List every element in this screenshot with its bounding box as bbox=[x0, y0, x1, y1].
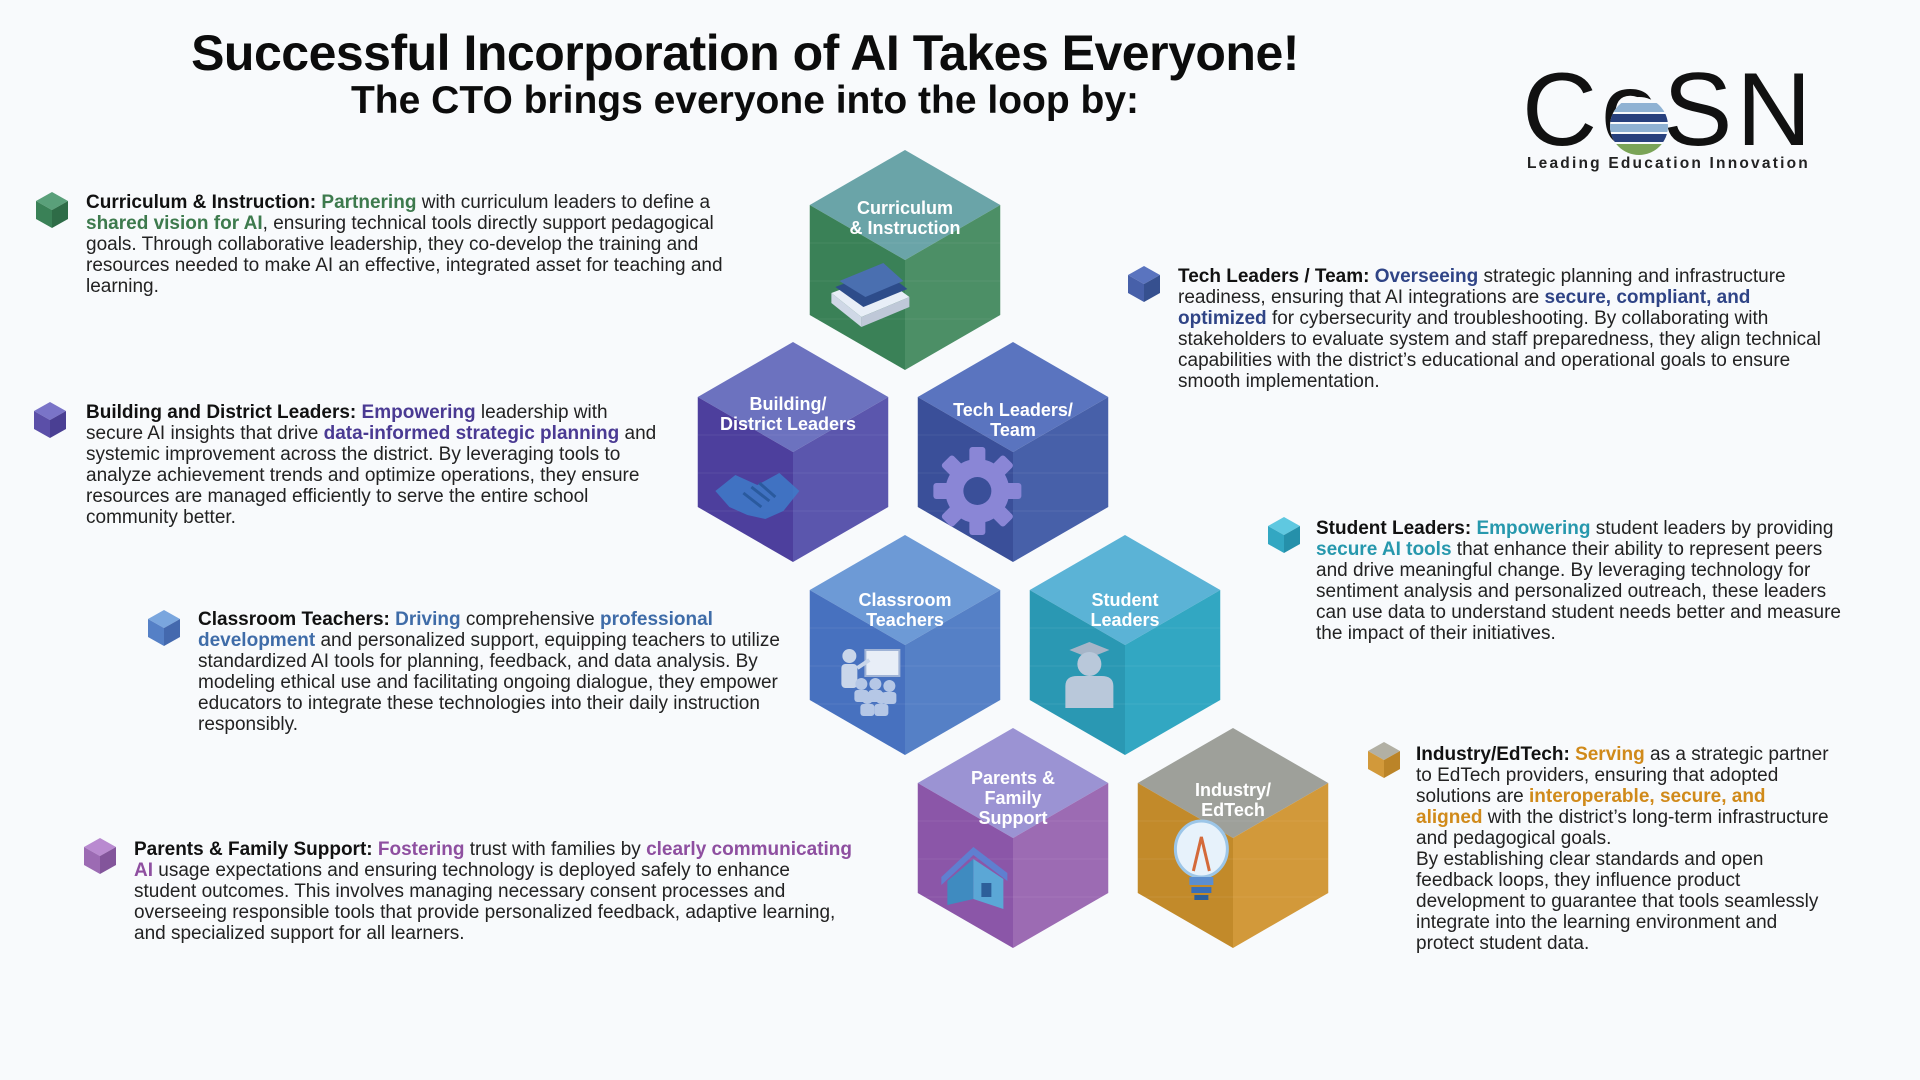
tech-label-line2: Team bbox=[990, 420, 1036, 440]
parents-right-face bbox=[1013, 783, 1109, 948]
page-title: Successful Incorporation of AI Takes Eve… bbox=[191, 25, 1299, 81]
teachers-right-face bbox=[905, 590, 1001, 755]
teachers-label-line2: Teachers bbox=[866, 610, 944, 630]
industry-label-line2: EdTech bbox=[1201, 800, 1265, 820]
tech-label-line1: Tech Leaders/ bbox=[953, 400, 1073, 420]
curriculum-label-line2: & Instruction bbox=[849, 218, 961, 238]
house-icon bbox=[941, 847, 1008, 909]
tech-description: Tech Leaders / Team: Overseeing strategi… bbox=[1178, 266, 1821, 392]
parents-left-face bbox=[917, 783, 1013, 948]
curriculum-right-face bbox=[905, 205, 1001, 370]
curriculum-cube-icon bbox=[34, 190, 70, 230]
hexagon-industry bbox=[1137, 728, 1329, 948]
students-label-line1: Student bbox=[1091, 590, 1159, 610]
logo-wordmark: CoSN bbox=[1522, 52, 1816, 168]
lightbulb-icon bbox=[1173, 819, 1229, 900]
tech-right-face bbox=[1013, 397, 1109, 562]
hexagon-teachers bbox=[809, 535, 1001, 755]
students-right-face bbox=[1125, 590, 1221, 755]
curriculum-hex-label: Curriculum& Instruction bbox=[820, 198, 990, 238]
student-icon bbox=[1065, 642, 1114, 708]
parents-label-line2: Family bbox=[984, 788, 1042, 808]
hexagon-tech bbox=[917, 342, 1109, 562]
building-right-face bbox=[793, 397, 889, 562]
teachers-cube-icon bbox=[146, 608, 182, 648]
students-cube-icon bbox=[1266, 515, 1302, 555]
building-hex-label: Building/District Leaders bbox=[703, 394, 873, 434]
building-cube-icon bbox=[32, 400, 68, 440]
students-description: Student Leaders: Empowering student lead… bbox=[1316, 518, 1841, 644]
globe-icon bbox=[1610, 97, 1668, 155]
building-label-line1: Building/ bbox=[749, 394, 827, 414]
building-description: Building and District Leaders: Empowerin… bbox=[86, 402, 657, 528]
industry-cube-icon bbox=[1366, 740, 1402, 780]
industry-description: Industry/EdTech: Serving as a strategic … bbox=[1416, 744, 1829, 954]
page-subtitle: The CTO brings everyone into the loop by… bbox=[350, 79, 1140, 122]
teacher-icon bbox=[841, 649, 901, 716]
parents-label-line3: Support bbox=[978, 808, 1048, 828]
cosn-logo: CoSN Leading Education Innovation bbox=[1522, 55, 1832, 185]
industry-right-face bbox=[1233, 783, 1329, 948]
handshake-icon bbox=[715, 473, 800, 519]
tech-cube-icon bbox=[1126, 264, 1162, 304]
logo-tagline: Leading Education Innovation bbox=[1527, 155, 1810, 172]
book-icon bbox=[831, 263, 910, 327]
industry-hex-label: Industry/EdTech bbox=[1148, 780, 1318, 820]
parents-description: Parents & Family Support: Fostering trus… bbox=[134, 839, 852, 944]
building-label-line2: District Leaders bbox=[719, 414, 857, 434]
students-label-line2: Leaders bbox=[1090, 610, 1160, 630]
parents-label-line1: Parents & bbox=[970, 768, 1056, 788]
hexagon-building bbox=[697, 342, 889, 562]
parents-cube-icon bbox=[82, 836, 118, 876]
curriculum-description: Curriculum & Instruction: Partnering wit… bbox=[86, 192, 723, 297]
tech-hex-label: Tech Leaders/Team bbox=[928, 400, 1098, 440]
gear-icon bbox=[933, 447, 1022, 535]
teachers-label-line1: Classroom bbox=[858, 590, 952, 610]
hexagon-students bbox=[1029, 535, 1221, 755]
curriculum-label-line1: Curriculum bbox=[856, 198, 953, 218]
teachers-description: Classroom Teachers: Driving comprehensiv… bbox=[198, 609, 780, 735]
industry-label-line1: Industry/ bbox=[1194, 780, 1271, 800]
students-left-face bbox=[1029, 590, 1125, 755]
building-left-face bbox=[697, 397, 793, 562]
hexagon-curriculum bbox=[809, 150, 1001, 370]
hexagon-parents bbox=[917, 728, 1109, 948]
